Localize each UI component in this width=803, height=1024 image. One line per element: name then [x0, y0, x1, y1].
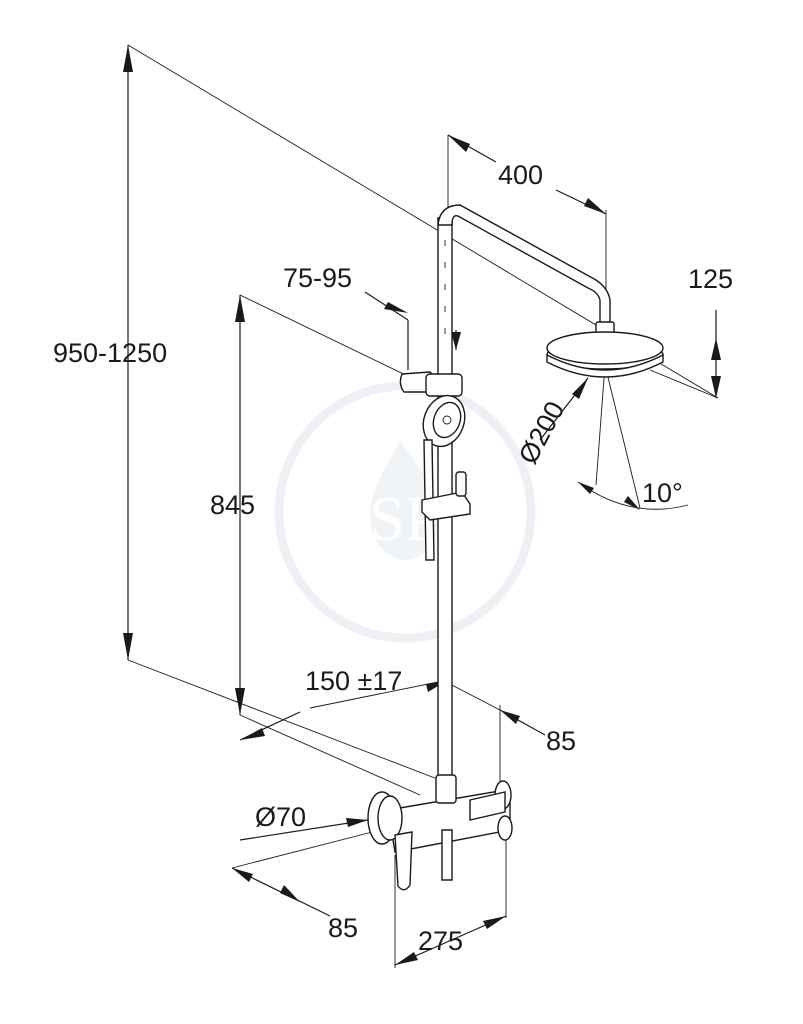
label-head-height: 125 — [688, 264, 733, 294]
dimension-labels: 950-1250 400 75-95 125 Ø200 10° 845 150 … — [53, 160, 733, 956]
label-holder-offset: 75-95 — [283, 263, 352, 293]
label-escutcheon-diameter: Ø70 — [255, 802, 306, 832]
hand-shower-holder — [399, 371, 463, 397]
label-tilt-angle: 10° — [642, 478, 683, 508]
label-arm-length: 400 — [498, 160, 543, 190]
watermark-logo: SP — [274, 381, 536, 643]
rain-shower-head — [546, 321, 664, 378]
label-mixer-width: 275 — [418, 926, 463, 956]
label-total-height: 950-1250 — [53, 338, 167, 368]
label-projection-right: 85 — [546, 726, 576, 756]
label-outlet-spacing: 150 ±17 — [305, 666, 402, 696]
slider — [421, 471, 471, 521]
label-projection-left: 85 — [328, 913, 358, 943]
label-head-diameter: Ø200 — [513, 396, 571, 468]
thermostatic-mixer — [367, 774, 513, 891]
label-bar-height: 845 — [210, 490, 255, 520]
